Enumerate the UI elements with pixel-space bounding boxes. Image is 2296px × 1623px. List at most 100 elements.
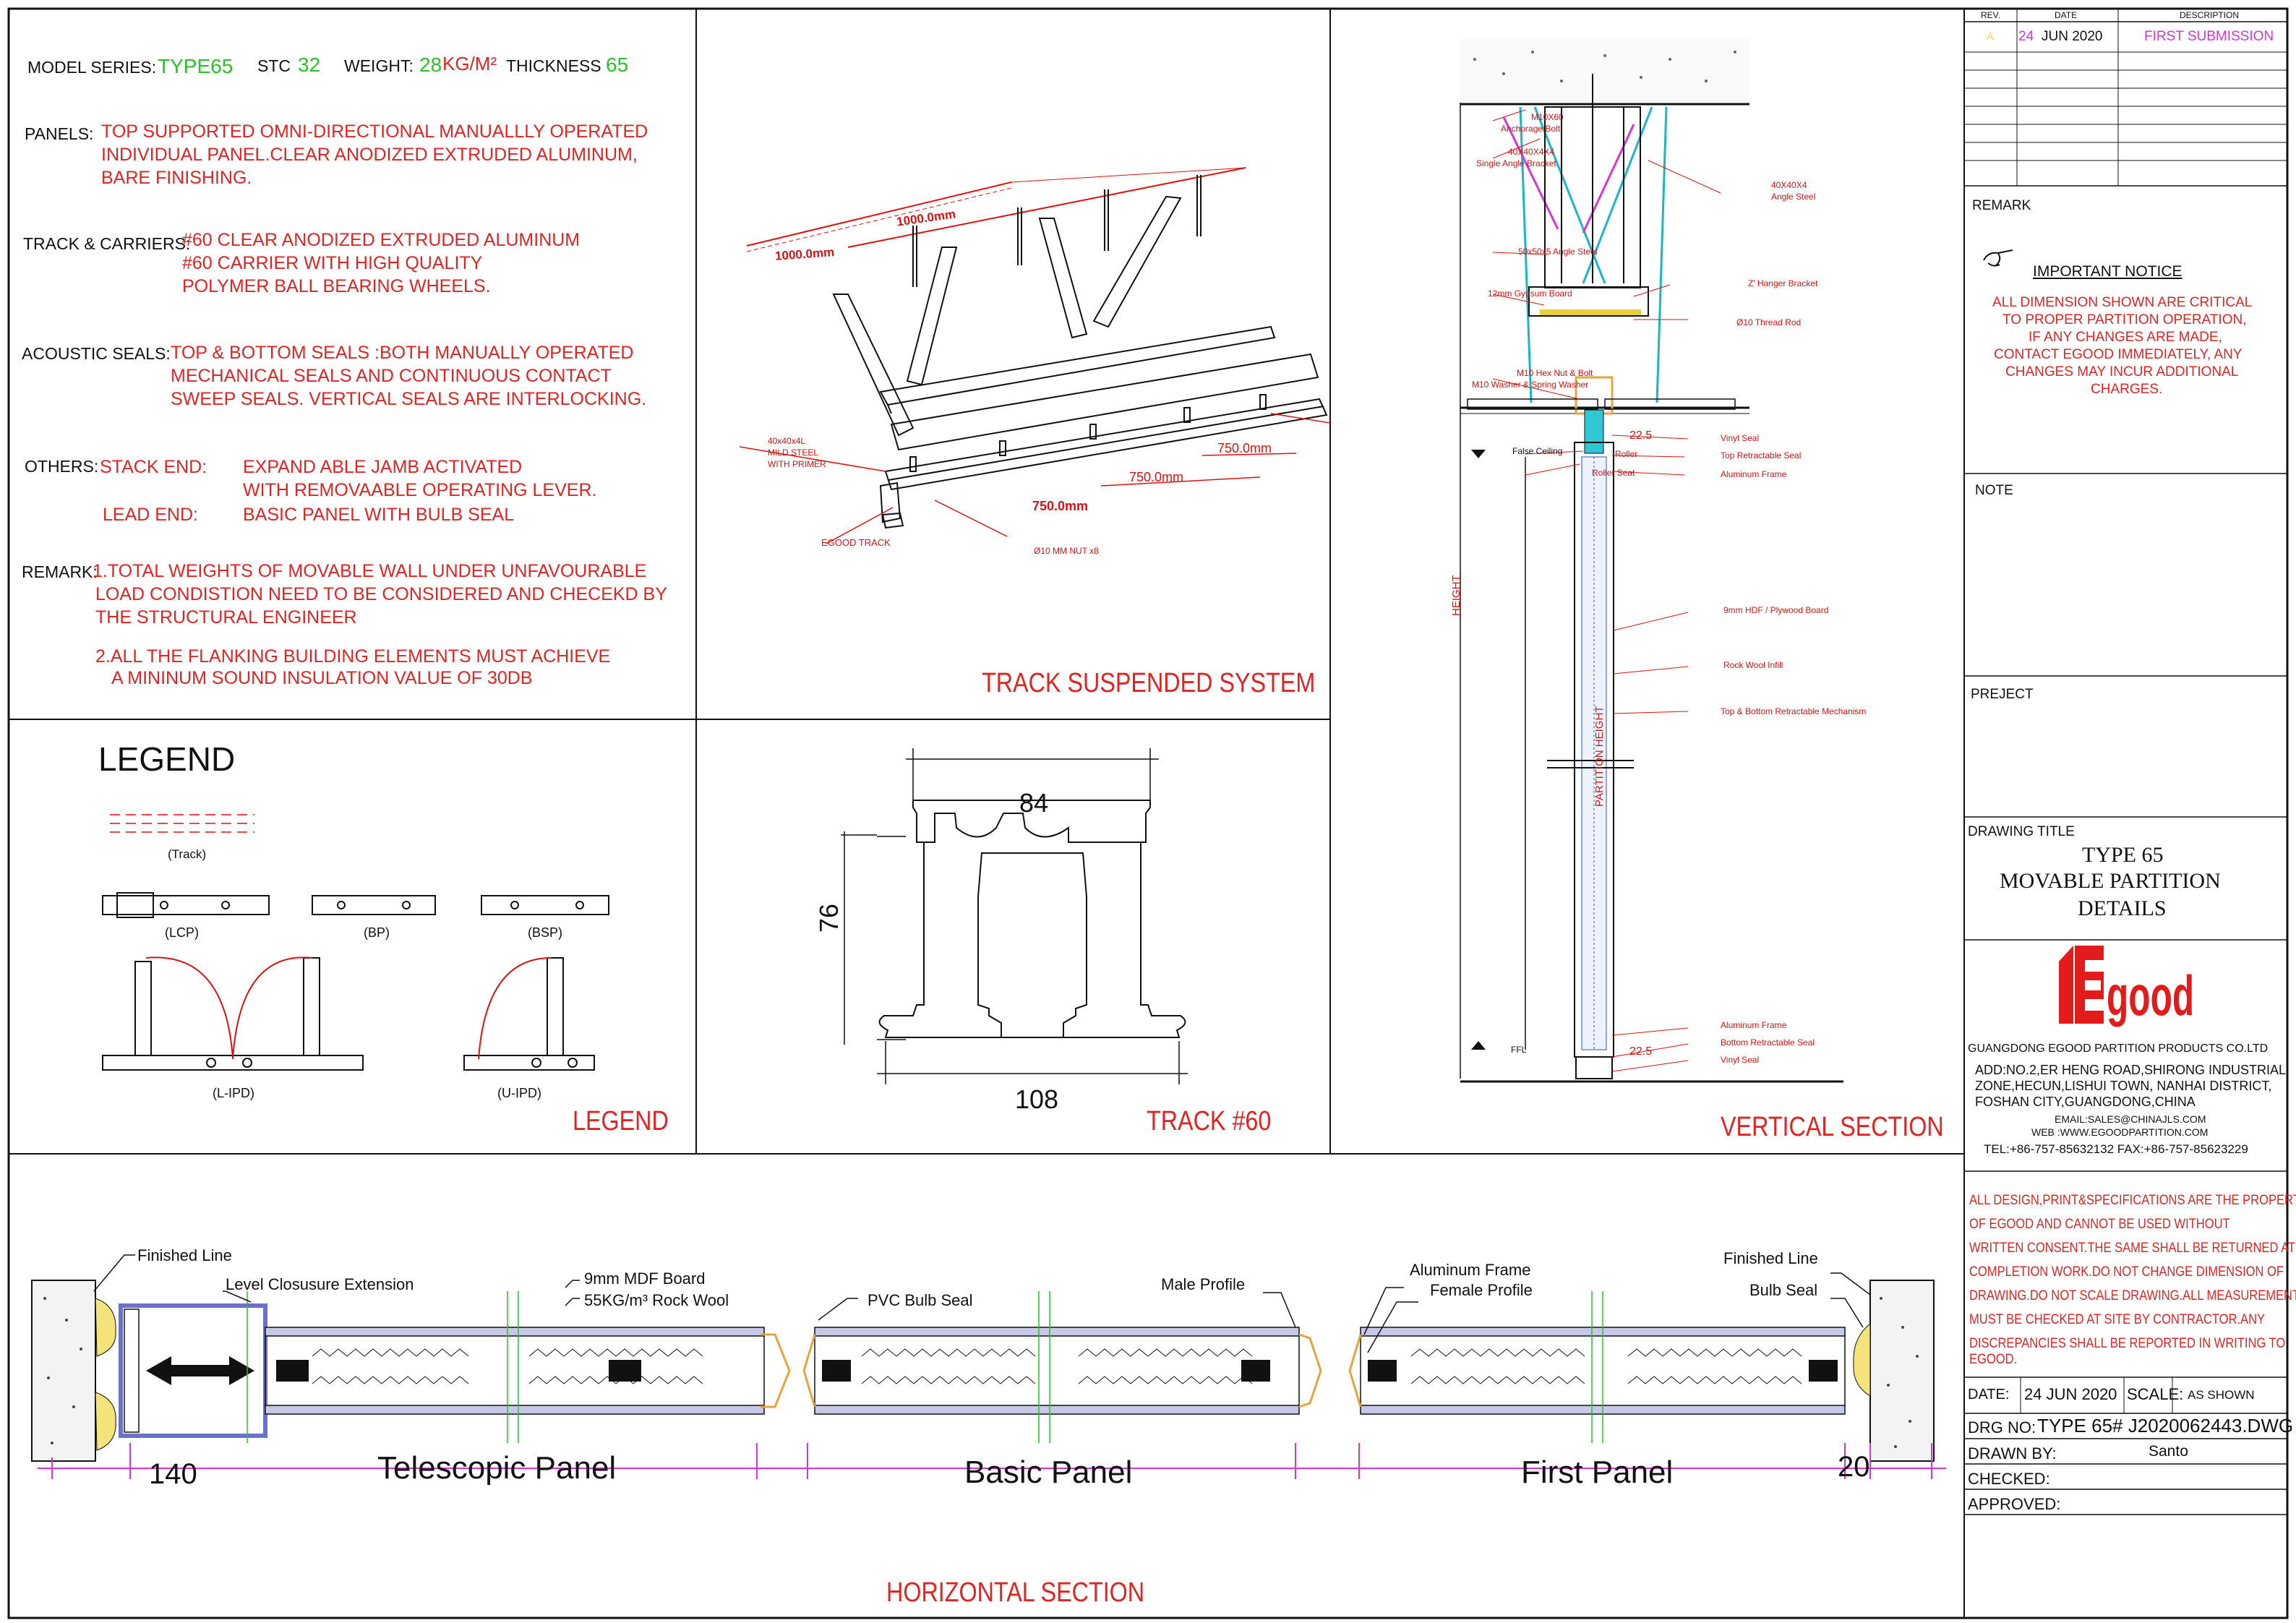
hs-finished-line-right: Finished Line: [1723, 1249, 1818, 1267]
track-suspended-drawing: [739, 167, 1330, 544]
egood-track-label: EGOOD TRACK: [821, 537, 891, 548]
vs-angle-steel-r-1: 40X40X4: [1771, 180, 1807, 190]
thickness-value: 65: [606, 53, 629, 76]
track-suspended-title: TRACK SUSPENDED SYSTEM: [982, 668, 1316, 698]
tb-drawn-label: DRAWN BY:: [1968, 1444, 2057, 1463]
tb-date-value: 24 JUN 2020: [2024, 1385, 2117, 1403]
vs-false-ceiling: False Ceiling: [1512, 446, 1563, 456]
tb-web: WEB :WWW.EGOODPARTITION.COM: [2031, 1126, 2209, 1138]
track60-title: TRACK #60: [1147, 1106, 1272, 1136]
track60-dim-side: 76: [814, 903, 844, 933]
tb-drawing-title-1: TYPE 65: [2082, 843, 2164, 867]
panels-line-2: INDIVIDUAL PANEL.CLEAR ANODIZED EXTRUDED…: [101, 145, 638, 165]
remark-line-3: THE STRUCTURAL ENGINEER: [95, 607, 357, 628]
horizontal-section-drawing: [31, 1254, 1946, 1479]
svg-text:good: good: [2107, 964, 2194, 1027]
legend-uipd: (U-IPD): [497, 1086, 541, 1100]
vertical-section-title: VERTICAL SECTION: [1721, 1112, 1944, 1142]
model-series-label: MODEL SERIES:: [27, 58, 157, 77]
hs-telescopic-panel: Telescopic Panel: [377, 1450, 617, 1486]
tb-drawing-title-2: MOVABLE PARTITION: [2000, 869, 2221, 893]
panels-label: PANELS:: [25, 124, 94, 143]
tb-desc-value: FIRST SUBMISSION: [2144, 29, 2274, 44]
legend-title: LEGEND: [573, 1106, 669, 1136]
egood-logo: good: [2059, 946, 2194, 1027]
acoustic-line-3: SWEEP SEALS. VERTICAL SEALS ARE INTERLOC…: [171, 389, 647, 409]
tb-date-rest: JUN 2020: [2042, 29, 2103, 44]
panels-line-3: BARE FINISHING.: [101, 168, 252, 188]
tb-drawn-value: Santo: [2149, 1443, 2188, 1460]
notice-hand-icon: [1983, 249, 2013, 267]
tb-address-2: ZONE,HECUN,LISHUI TOWN, NANHAI DISTRICT,: [1975, 1079, 2272, 1093]
vs-roller-seat: Roller Seat: [1592, 468, 1635, 478]
hs-dim-140: 140: [149, 1458, 197, 1490]
hs-bulb-seal: Bulb Seal: [1749, 1281, 1818, 1299]
vs-partition-height: PARTITION HEIGHT: [1593, 706, 1606, 807]
vs-vinyl-bot: Vinyl Seal: [1721, 1055, 1760, 1065]
others-label: OTHERS:: [25, 457, 99, 476]
legend-track: (Track): [168, 847, 207, 861]
hs-pvc-bulb: PVC Bulb Seal: [868, 1291, 973, 1309]
legend-bsp: (BSP): [528, 925, 563, 940]
tb-address-1: ADD:NO.2,ER HENG ROAD,SHIRONG INDUSTRIAL: [1975, 1063, 2287, 1077]
tb-drawing-title-3: DETAILS: [2078, 896, 2167, 920]
tb-email: EMAIL:SALES@CHINAJLS.COM: [2055, 1113, 2206, 1125]
tb-notice-line-4: CONTACT EGOOD IMMEDIATELY, ANY: [1994, 347, 2243, 362]
stc-value: 32: [298, 53, 321, 76]
hs-level-closure: Level Closusure Extension: [226, 1275, 414, 1293]
legend-bp: (BP): [364, 925, 390, 940]
track-carriers-label: TRACK & CARRIERS:: [23, 234, 191, 253]
legend-symbols: [102, 814, 609, 1071]
vs-vinyl-top: Vinyl Seal: [1721, 433, 1760, 443]
hs-first-panel: First Panel: [1521, 1455, 1674, 1490]
tb-date-header: DATE: [2055, 10, 2078, 20]
vs-dim-22-a: 22.5: [1629, 429, 1653, 442]
tb-copyright-1: ALL DESIGN,PRINT&SPECIFICATIONS ARE THE …: [1969, 1193, 2296, 1208]
vs-bracket-2: Single Angle Bracket: [1476, 158, 1556, 168]
vs-roller: Roller: [1615, 449, 1638, 459]
hs-dim-20: 20: [1838, 1451, 1870, 1483]
stack-end-label: STACK END:: [100, 457, 207, 477]
tb-important-notice: IMPORTANT NOTICE: [2033, 263, 2183, 280]
track60-profile: [841, 748, 1188, 1084]
tb-drg-value: TYPE 65# J2020062443.DWG: [2037, 1415, 2294, 1436]
acoustic-seals-label: ACOUSTIC SEALS:: [22, 344, 171, 363]
vs-z-hanger: Z' Hanger Bracket: [1748, 278, 1818, 288]
dim-750-b: 750.0mm: [1129, 470, 1184, 484]
legend-lipd: (L-IPD): [213, 1086, 254, 1100]
acoustic-line-2: MECHANICAL SEALS AND CONTINUOUS CONTACT: [171, 366, 612, 386]
tb-copyright-4: COMPLETION WORK.DO NOT CHANGE DIMENSION …: [1969, 1264, 2284, 1280]
remark-label: REMARK:: [22, 562, 98, 581]
tb-notice-line-6: CHARGES.: [2091, 382, 2163, 397]
track-line-1: #60 CLEAR ANODIZED EXTRUDED ALUMINUM: [182, 230, 581, 250]
stack-end-line-1: EXPAND ABLE JAMB ACTIVATED: [243, 457, 523, 477]
vs-ffl: FFL: [1511, 1045, 1527, 1055]
model-series-value: TYPE65: [158, 55, 234, 77]
hs-female-profile: Female Profile: [1430, 1281, 1533, 1299]
vs-alu-frame-top: Aluminum Frame: [1721, 469, 1787, 479]
vs-alu-frame-bot: Aluminum Frame: [1721, 1020, 1787, 1030]
vs-hdf: 9mm HDF / Plywood Board: [1723, 605, 1829, 615]
hs-rockwool: 55KG/m³ Rock Wool: [584, 1291, 729, 1309]
track-line-2: #60 CARRIER WITH HIGH QUALITY: [182, 253, 483, 273]
tb-copyright-2: OF EGOOD AND CANNOT BE USED WITHOUT: [1969, 1217, 2230, 1232]
vs-bottom-retract: Bottom Retractable Seal: [1721, 1037, 1815, 1048]
vs-height: HEIGHT: [1450, 575, 1462, 616]
tb-notice-line-1: ALL DIMENSION SHOWN ARE CRITICAL: [1992, 295, 2253, 310]
tb-notice-line-3: IF ANY CHANGES ARE MADE,: [2029, 330, 2222, 345]
tb-rev-value: A: [1987, 30, 1994, 42]
tb-copyright-8: EGOOD.: [1969, 1352, 2018, 1367]
tb-scale-value: AS SHOWN: [2188, 1388, 2255, 1402]
tb-project-label: PREJECT: [1971, 687, 2034, 702]
vertical-section-drawing: [1460, 38, 1843, 1083]
tb-copyright-5: DRAWING.DO NOT SCALE DRAWING.ALL MEASURE…: [1969, 1288, 2296, 1303]
vs-dim-22-b: 22.5: [1629, 1045, 1653, 1058]
legend-heading: LEGEND: [98, 740, 236, 778]
tb-desc-header: DESCRIPTION: [2180, 10, 2240, 20]
tb-rev-header: REV.: [1981, 10, 2000, 20]
vs-hex-nut-2: M10 Washer & Spring Washer: [1472, 380, 1589, 390]
steel-label-1: 40x40x4L: [768, 436, 806, 446]
tb-copyright-7: DISCREPANCIES SHALL BE REPORTED IN WRITI…: [1969, 1336, 2286, 1351]
vs-top-retract: Top Retractable Seal: [1721, 450, 1802, 461]
